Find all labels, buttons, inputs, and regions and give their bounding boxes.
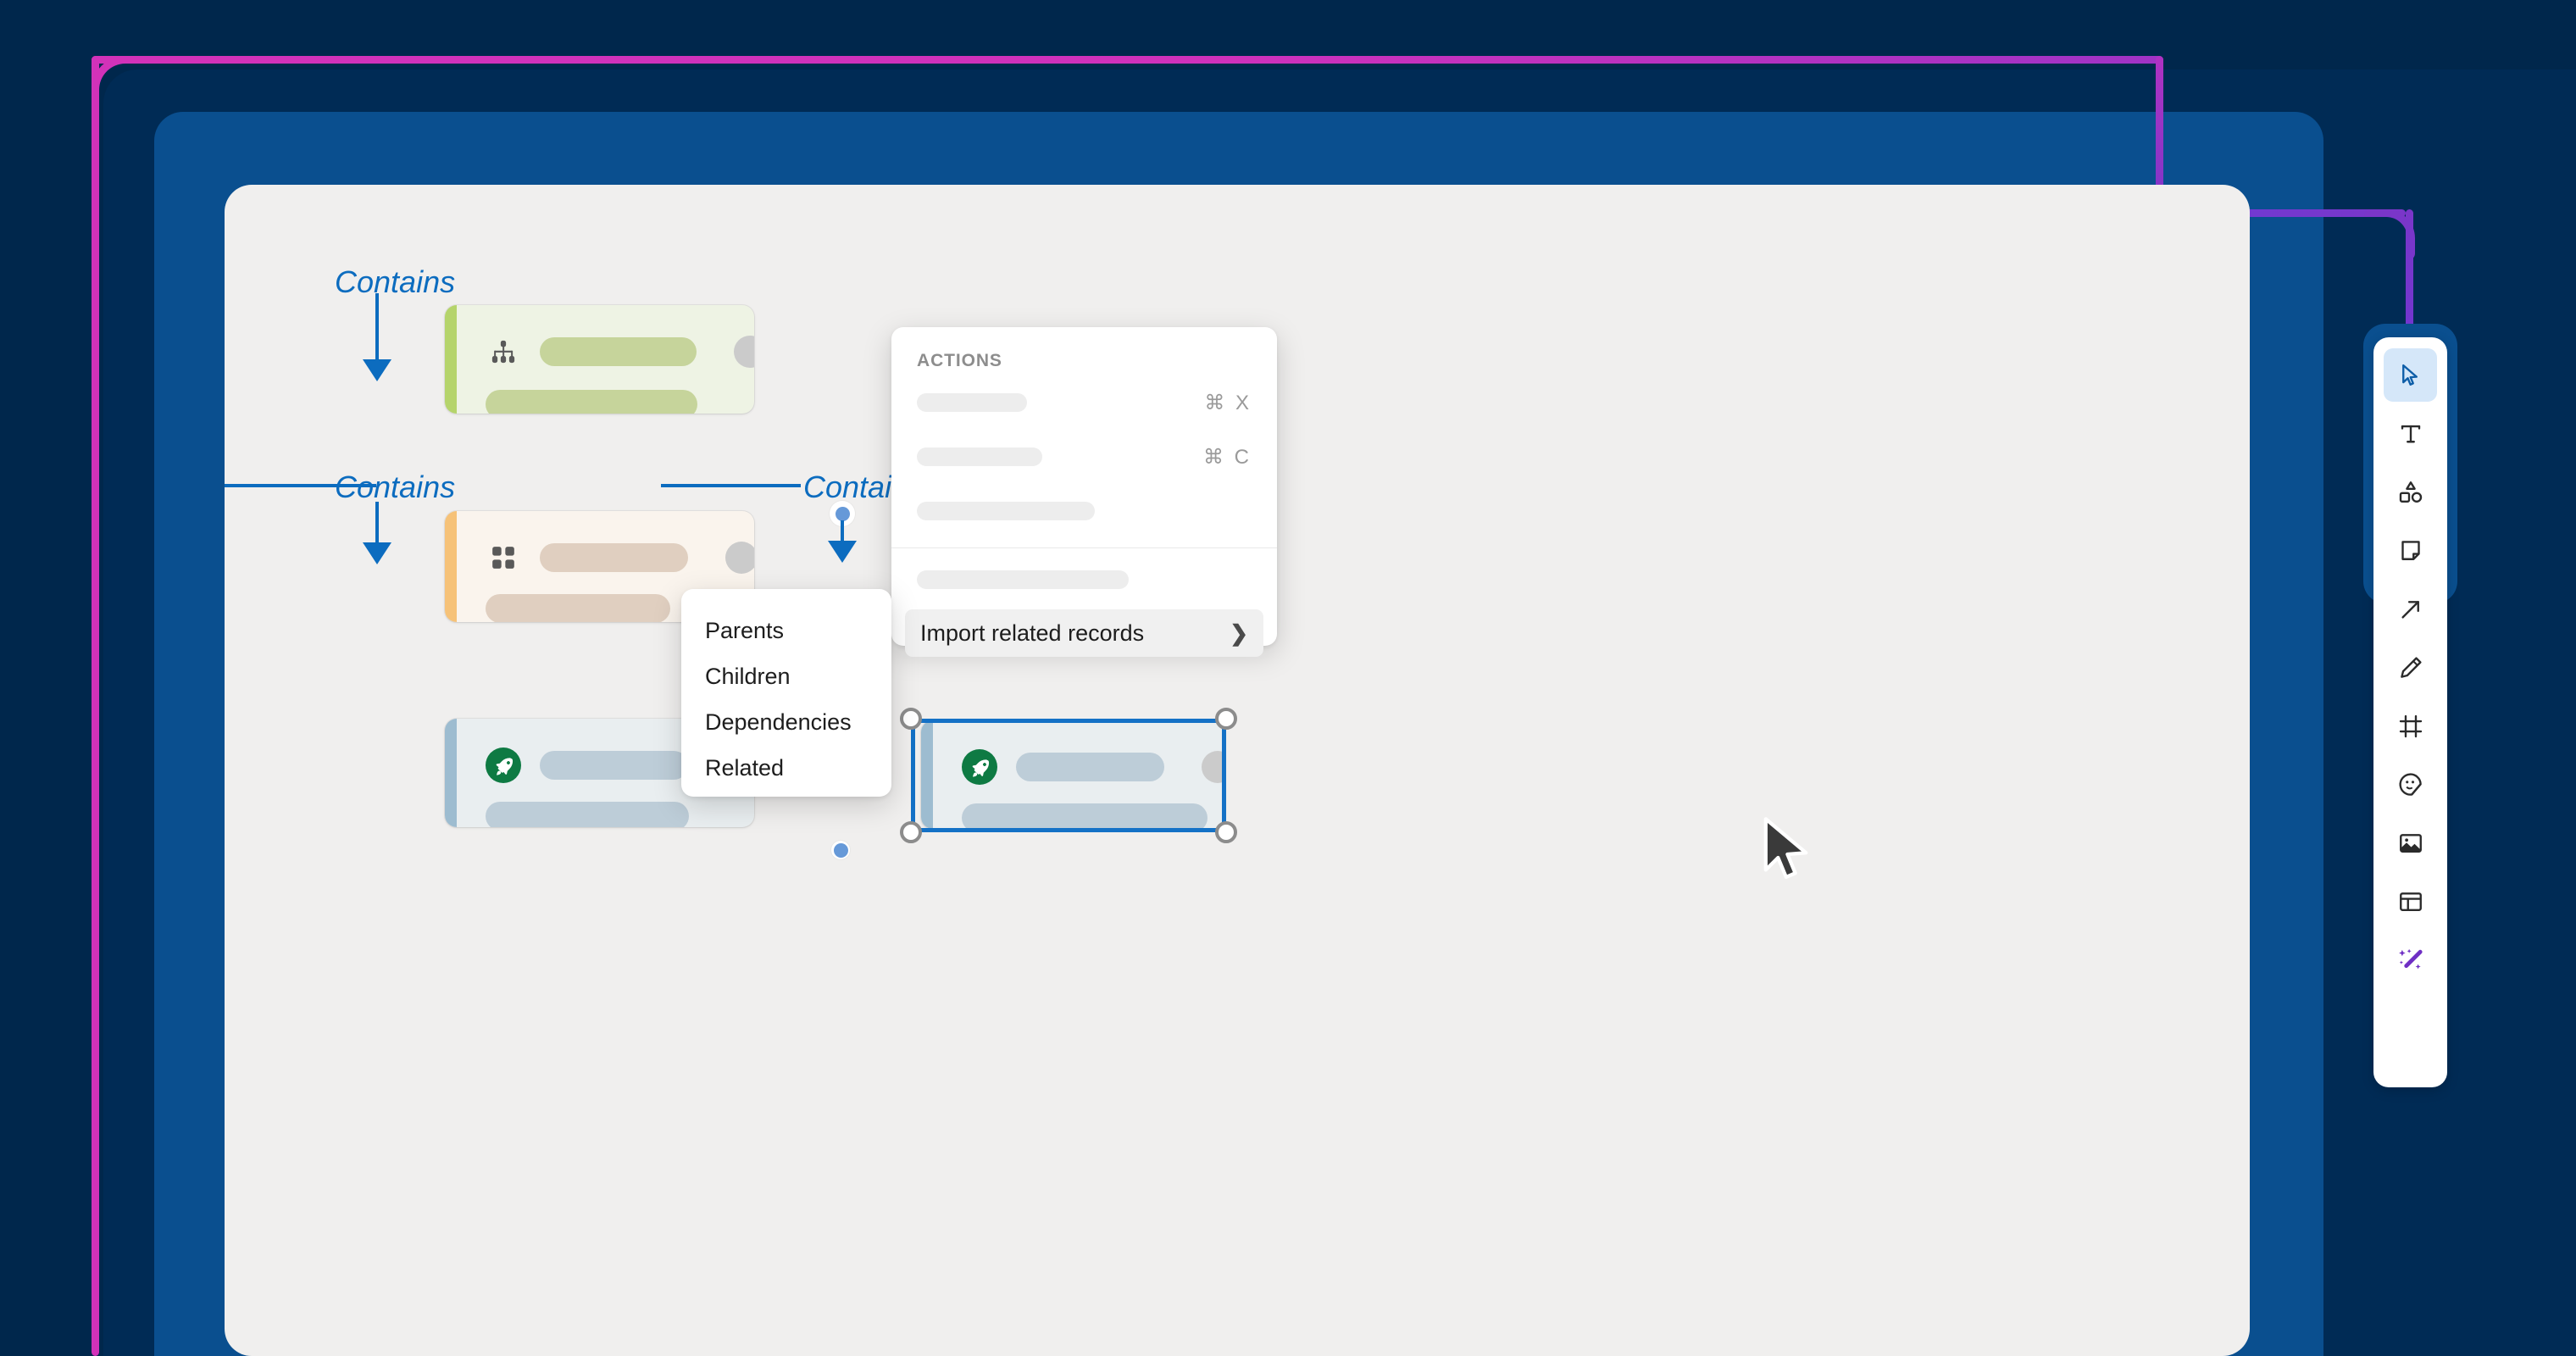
connector-arrowhead-mid: [363, 542, 391, 564]
select-icon[interactable]: [2384, 348, 2437, 402]
submenu-item-parents[interactable]: Parents: [705, 617, 785, 643]
resize-handle-bottom-right[interactable]: [1215, 821, 1237, 843]
menu-item-ghost-1[interactable]: ⌘ X: [891, 380, 1277, 425]
card-body-placeholder-1: [486, 594, 670, 622]
card-body: [933, 720, 1224, 829]
mouse-pointer: [1761, 815, 1813, 892]
card-title-placeholder: [540, 751, 688, 780]
decorative-accent-left: [92, 56, 99, 1356]
connector-arrowhead-right: [828, 541, 857, 563]
card-accent-bar: [445, 511, 457, 622]
tools-toolbar[interactable]: [2373, 337, 2447, 1087]
import-related-records-submenu[interactable]: Parents Children Dependencies Related: [681, 589, 891, 797]
card-title-placeholder: [540, 337, 697, 366]
ghost-label: [917, 570, 1129, 589]
magic-wand-icon[interactable]: [2384, 933, 2437, 986]
decorative-accent-corner-topleft: [92, 56, 151, 115]
card-hierarchy[interactable]: [445, 305, 754, 414]
card-accent-bar: [445, 719, 457, 827]
card-body: [457, 511, 754, 622]
menu-item-label: Import related records: [920, 620, 1145, 646]
connector-line-horizontal-right: [661, 484, 801, 487]
shortcut-label: ⌘ X: [1204, 391, 1252, 414]
card-body-placeholder-1: [486, 802, 689, 827]
connector-line-horizontal-left: [225, 484, 376, 487]
sticky-note-icon[interactable]: [2384, 524, 2437, 577]
card-header-row: [486, 334, 754, 370]
connector-line-right-lower: [841, 520, 844, 547]
grid-icon: [486, 540, 521, 575]
connector-label-contains-top: Contains: [335, 264, 456, 299]
submenu-item-children[interactable]: Children: [705, 663, 791, 689]
resize-handle-bottom-left[interactable]: [900, 821, 922, 843]
ghost-label: [917, 447, 1042, 466]
chevron-right-icon: ❯: [1230, 620, 1248, 646]
card-body-row: [486, 594, 754, 622]
template-icon[interactable]: [2384, 875, 2437, 928]
connection-anchor-bottom[interactable]: [831, 841, 850, 859]
rocket-icon: [486, 747, 521, 783]
card-accent-bar: [445, 305, 457, 414]
connector-label-contains-left: Contains: [335, 470, 456, 504]
ghost-label: [917, 393, 1027, 412]
resize-handle-top-right[interactable]: [1215, 708, 1237, 730]
pen-icon[interactable]: [2384, 641, 2437, 694]
card-body: [457, 305, 754, 414]
card-body-row: [486, 390, 754, 414]
card-title-placeholder: [1016, 753, 1164, 781]
decorative-accent-right: [2156, 56, 2163, 217]
card-title-placeholder: [540, 543, 688, 572]
submenu-item-related[interactable]: Related: [705, 754, 785, 781]
sticker-icon[interactable]: [2384, 758, 2437, 811]
connector-arrowhead-top: [363, 359, 391, 381]
image-icon[interactable]: [2384, 816, 2437, 870]
decorative-accent-midline: [2156, 209, 2406, 217]
resize-handle-top-left[interactable]: [900, 708, 922, 730]
avatar[interactable]: [734, 336, 754, 368]
actions-context-menu[interactable]: ACTIONS ⌘ X ⌘ C Import related records ❯: [891, 327, 1277, 657]
menu-item-ghost-3[interactable]: [891, 488, 1277, 534]
menu-item-import-related-records[interactable]: Import related records ❯: [905, 609, 1263, 657]
frame-icon[interactable]: [2384, 699, 2437, 753]
card-body-placeholder-1: [962, 803, 1208, 829]
actions-menu-title: ACTIONS: [917, 351, 1002, 370]
avatar[interactable]: [725, 542, 754, 574]
menu-divider: [891, 547, 1277, 548]
arrow-icon[interactable]: [2384, 582, 2437, 636]
card-body-row: [486, 802, 754, 827]
decorative-accent-down: [2406, 209, 2413, 379]
connector-line-mid-lower: [375, 509, 379, 550]
shapes-icon[interactable]: [2384, 465, 2437, 519]
rocket-icon: [962, 749, 997, 785]
shortcut-label: ⌘ C: [1203, 445, 1252, 469]
card-grid[interactable]: [445, 511, 754, 622]
connector-line-top-lower: [375, 318, 379, 367]
menu-item-ghost-4[interactable]: [891, 557, 1277, 603]
board-canvas[interactable]: Contains Contains Contains: [225, 185, 2250, 1356]
card-body-row: [962, 803, 1224, 829]
text-icon[interactable]: [2384, 407, 2437, 460]
menu-item-ghost-2[interactable]: ⌘ C: [891, 434, 1277, 480]
card-rocket-selected[interactable]: [921, 720, 1224, 829]
card-header-row: [486, 540, 754, 575]
hierarchy-icon: [486, 334, 521, 370]
ghost-label: [917, 502, 1095, 520]
card-header-row: [962, 749, 1224, 785]
card-body-placeholder: [486, 390, 697, 414]
submenu-item-dependencies[interactable]: Dependencies: [705, 709, 852, 735]
card-accent-bar: [921, 720, 933, 829]
decorative-accent-top: [92, 56, 2163, 64]
avatar[interactable]: [1202, 751, 1224, 783]
